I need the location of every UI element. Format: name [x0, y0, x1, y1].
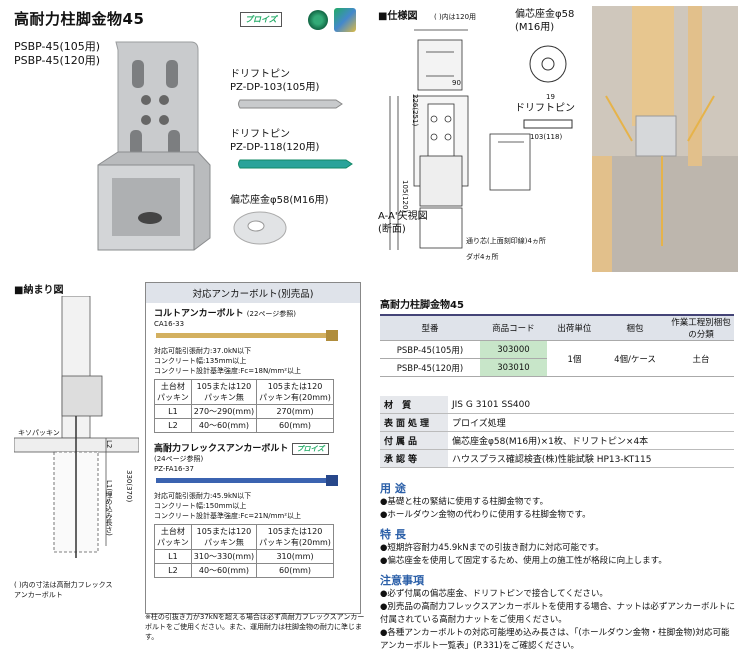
table-row: 表面処理プロイズ処理	[380, 413, 734, 432]
spec-washer-drawing	[529, 45, 567, 83]
aa-label: A-A'矢視図	[378, 211, 428, 222]
page-title: 高耐力柱脚金物45	[14, 10, 145, 28]
washer-label: 偏芯座金φ58(M16用)	[230, 195, 329, 206]
install-packing-label: キソパッキン	[18, 429, 60, 437]
usage-2: ●ホールダウン金物の代わりに使用する柱脚金物です。	[380, 510, 591, 520]
install-dim-l2: L2	[105, 440, 113, 449]
anchor1-name: コルトアンカーボルト	[154, 309, 244, 319]
aa-sub: (断面)	[378, 224, 406, 235]
anchor1-line2: コンクリート幅:135mm以上	[154, 357, 247, 365]
model-105: PSBP-45(105用)	[14, 40, 101, 53]
installed-photo	[592, 6, 738, 272]
notes-heading: 注意事項	[380, 574, 424, 587]
drift-pin-silver-icon	[238, 99, 343, 109]
spec-washer-dim: 19	[546, 93, 555, 101]
spec-washer-sub: (M16用)	[515, 22, 555, 33]
anchor2-line2: コンクリート幅:150mm以上	[154, 502, 247, 510]
aa-note1: 通り芯(上面刻印線)4ヵ所	[466, 237, 546, 245]
anchor2-block: 高耐力フレックスアンカーボルト プロイズ	[154, 441, 352, 455]
install-dim-l1: L1(埋め込み長さ)	[105, 480, 113, 536]
usage-heading: 用 途	[380, 482, 406, 495]
spec-drawing	[389, 29, 531, 250]
table-row: PSBP-45(105用) 303000 1個 4個/ケース 土台	[380, 340, 734, 377]
table-row: 承認等ハウスプラス確認検査(株)性能試験 HP13-KT115	[380, 449, 734, 468]
feature-1: ●短期許容耐力45.9kNまでの引抜き耐力に対応可能です。	[380, 543, 604, 553]
spec-pin-drawing	[523, 119, 573, 129]
spec-title: ■仕様図	[378, 11, 418, 22]
install-title: ■納まり図	[14, 285, 64, 296]
product-table: 型番 商品コード 出荷単位 梱包 作業工程別梱包の分類 PSBP-45(105用…	[380, 314, 734, 377]
note-1: ●必ず付属の偏芯座金、ドリフトピンで接合してください。	[380, 589, 608, 599]
washer-icon	[233, 211, 287, 245]
anchor2-bolt-icon	[156, 475, 338, 486]
pin2-code: PZ-DP-118(120用)	[230, 142, 320, 153]
note-3: ●各種アンカーボルトの対応可能埋め込み長さは、「(ホールダウン金物・柱脚金物)対…	[380, 628, 730, 651]
anchor-header: 対応アンカーボルト(別売品)	[146, 283, 360, 303]
product-title: 高耐力柱脚金物45	[380, 300, 464, 311]
model-120: PSBP-45(120用)	[14, 54, 101, 67]
table-row: PSBP-45(120用) 303010	[380, 358, 734, 377]
bracket-photo	[97, 41, 211, 251]
anchor1-code: CA16-33	[154, 320, 185, 328]
spec-washer-label: 偏芯座金φ58	[515, 9, 575, 20]
dim-width: 90	[452, 79, 461, 87]
certification-mark-icon	[334, 8, 356, 32]
description: 用 途 ●基礎と柱の緊結に使用する柱脚金物です。 ●ホールダウン金物の代わりに使…	[380, 480, 736, 653]
eco-mark-icon	[308, 10, 328, 30]
table-row: 付属品偏芯座金φ58(M16用)×1枚、ドリフトピン×4本	[380, 431, 734, 450]
feature-2: ●偏芯座金を使用して固定するため、使用上の施工性が格段に向上します。	[380, 556, 667, 566]
anchor1-line3: コンクリート設計基準強度:Fc=18N/mm²以上	[154, 367, 302, 375]
anchor-box: 対応アンカーボルト(別売品) コルトアンカーボルト (22ページ参照) CA16…	[145, 282, 361, 614]
anchor2-name: 高耐力フレックスアンカーボルト	[154, 444, 289, 454]
install-note: ( )内の寸法は高耐力フレックスアンカーボルト	[14, 581, 113, 599]
features-heading: 特 長	[380, 528, 406, 541]
anchor1-ref: (22ページ参照)	[246, 310, 297, 318]
anchor2-ref: (24ページ参照)	[154, 455, 204, 463]
aa-note2: ダボ4ヵ所	[466, 253, 499, 261]
anchor1-block: コルトアンカーボルト (22ページ参照)	[154, 306, 352, 319]
anchor1-line1: 対応可能引張耐力:37.0kN以下	[154, 347, 252, 355]
pin1-label: ドリフトピン	[230, 69, 290, 80]
dim-total-height: 226(251)	[411, 94, 419, 127]
anchor2-line3: コンクリート設計基準強度:Fc=21N/mm²以上	[154, 512, 302, 520]
spec-pin-label: ドリフトピン	[515, 103, 575, 114]
spec-pin-dim: 103(118)	[530, 133, 563, 141]
anchor2-badge: プロイズ	[291, 443, 330, 455]
anchor-footnote: ※柱の引抜き力が37kNを超える場合は必ず高耐力フレックスアンカーボルトをご使用…	[145, 613, 365, 641]
anchor2-line1: 対応可能引張耐力:45.9kN以下	[154, 492, 252, 500]
usage-1: ●基礎と柱の緊結に使用する柱脚金物です。	[380, 497, 549, 507]
pin1-code: PZ-DP-103(105用)	[230, 82, 320, 93]
install-dim-total: 330(370)	[125, 470, 133, 503]
pin2-label: ドリフトピン	[230, 129, 290, 140]
anchor1-bolt-icon	[156, 330, 338, 341]
proiz-badge: プロイズ	[240, 12, 282, 27]
drift-pin-green-icon	[238, 159, 353, 169]
install-drawing	[14, 296, 139, 558]
model-list: PSBP-45(105用) PSBP-45(120用)	[14, 40, 100, 68]
spec-note: ( )内は120用	[434, 13, 477, 21]
anchor2-code: PZ-FA16-37	[154, 465, 194, 473]
note-2: ●別売品の高耐力フレックスアンカーボルトを使用する場合、ナットは必ずアンカーボル…	[380, 602, 735, 625]
dim-lower-height: 105(120)	[401, 180, 409, 213]
